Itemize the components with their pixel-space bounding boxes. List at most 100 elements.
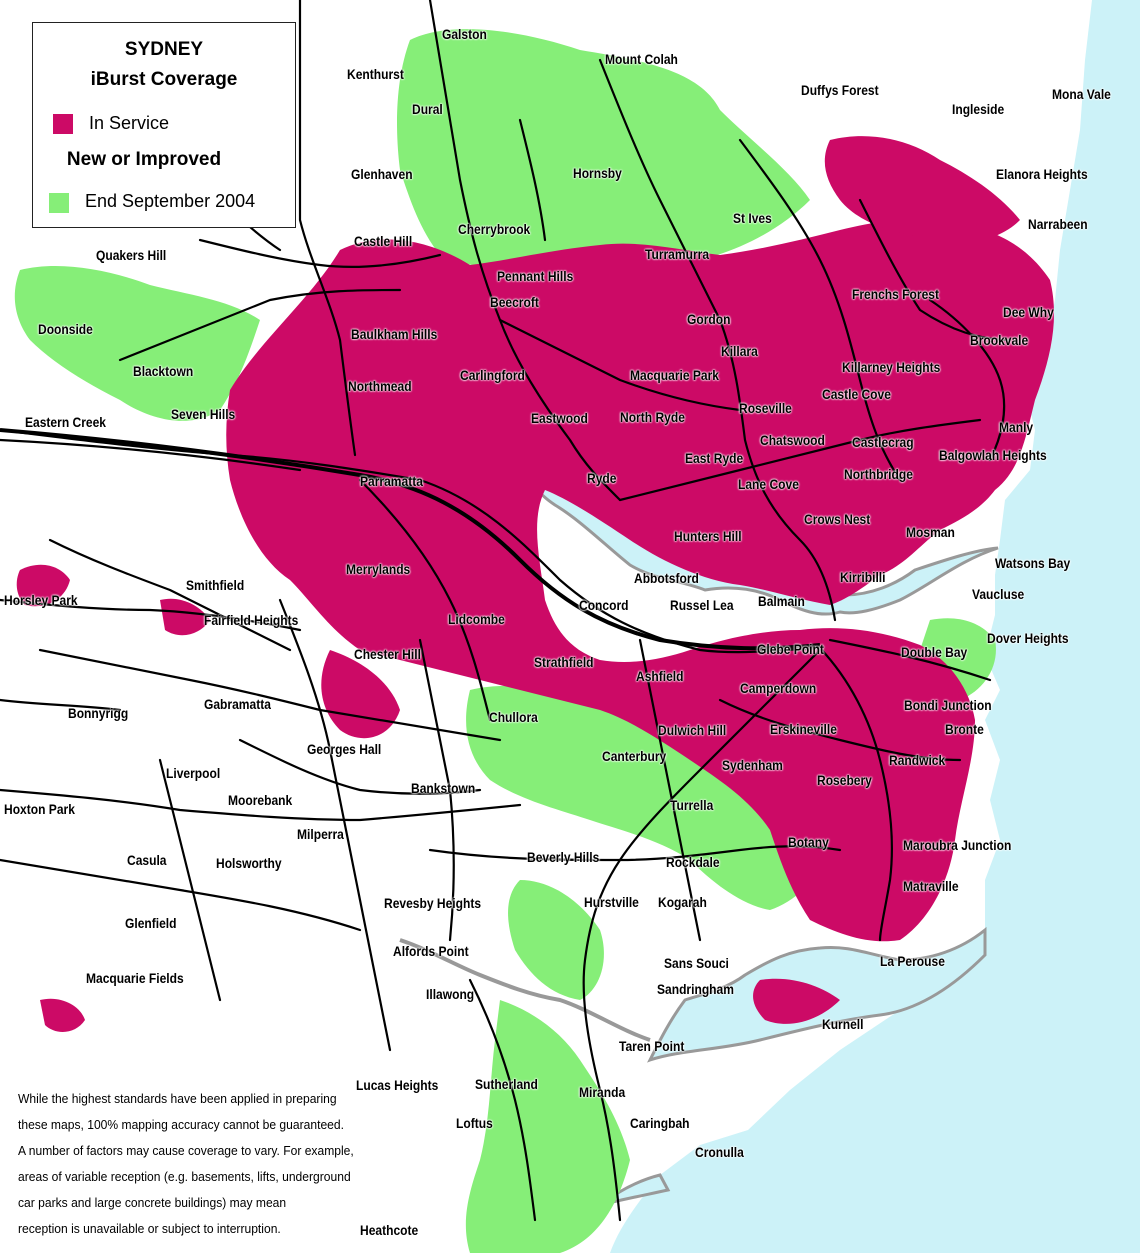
suburb-label: Beecroft <box>490 294 539 310</box>
suburb-label: Kurnell <box>822 1016 864 1032</box>
suburb-label: Glebe Point <box>757 641 824 657</box>
suburb-label: Kenthurst <box>347 66 404 82</box>
suburb-label: Mona Vale <box>1052 86 1111 102</box>
suburb-label: Smithfield <box>186 577 245 593</box>
suburb-label: Botany <box>788 834 829 850</box>
suburb-label: Elanora Heights <box>996 166 1088 182</box>
suburb-label: Turrella <box>670 797 714 813</box>
suburb-label: Balmain <box>758 593 805 609</box>
georges-river <box>399 938 651 1042</box>
suburb-label: Alfords Point <box>393 943 469 959</box>
suburb-label: Hurstville <box>584 894 639 910</box>
suburb-label: Brookvale <box>970 332 1029 348</box>
suburb-label: Camperdown <box>740 680 817 696</box>
suburb-label: Matraville <box>903 878 959 894</box>
suburb-label: Lidcombe <box>448 611 505 627</box>
legend-subtitle: iBurst Coverage <box>90 69 238 90</box>
suburb-label: Cronulla <box>695 1144 744 1160</box>
suburb-label: Double Bay <box>901 644 968 660</box>
suburb-label: Crows Nest <box>804 511 871 527</box>
suburb-label: Dural <box>412 101 443 117</box>
suburb-label: Randwick <box>889 752 946 768</box>
suburb-label: Baulkham Hills <box>351 326 438 342</box>
new-or-improved-heading: New or Improved <box>66 149 222 170</box>
suburb-label: Chester Hill <box>354 646 421 662</box>
suburb-label: Kogarah <box>658 894 707 910</box>
suburb-label: Bondi Junction <box>904 697 992 713</box>
in-service-areas <box>16 136 1055 1032</box>
suburb-label: Horsley Park <box>4 592 78 608</box>
suburb-label: Loftus <box>456 1115 493 1131</box>
suburb-label: Frenchs Forest <box>852 286 939 302</box>
suburb-label: Beverly Hills <box>527 849 600 865</box>
suburb-label: Glenfield <box>125 915 177 931</box>
suburb-label: Bronte <box>945 721 984 737</box>
suburb-label: Miranda <box>579 1084 626 1100</box>
suburb-label: Castle Hill <box>354 233 413 249</box>
suburb-label: Milperra <box>297 826 344 842</box>
suburb-label: Hornsby <box>573 165 622 181</box>
suburb-label: Balgowlah Heights <box>939 447 1047 463</box>
suburb-label: Killarney Heights <box>842 359 941 375</box>
suburb-label: Caringbah <box>630 1115 690 1131</box>
suburb-label: Bonnyrigg <box>68 705 129 721</box>
suburb-label: Macquarie Park <box>630 367 720 383</box>
suburb-label: Chullora <box>489 709 538 725</box>
suburb-label: Fairfield Heights <box>204 612 299 628</box>
suburb-label: Bankstown <box>411 780 476 796</box>
disclaimer-line: reception is unavailable or subject to i… <box>18 1221 281 1236</box>
suburb-label: Georges Hall <box>307 741 382 757</box>
rail-line <box>0 428 821 651</box>
disclaimer-line: A number of factors may cause coverage t… <box>18 1143 354 1158</box>
suburb-label: Gabramatta <box>204 696 271 712</box>
suburb-label: Chatswood <box>760 432 825 448</box>
suburb-label: Abbotsford <box>634 570 699 586</box>
suburb-label: Watsons Bay <box>995 555 1071 571</box>
suburb-label: Illawong <box>426 986 475 1002</box>
suburb-label: Maroubra Junction <box>903 837 1012 853</box>
suburb-label: Ashfield <box>636 668 684 684</box>
suburb-label: Sydenham <box>722 757 783 773</box>
suburb-label: Eastern Creek <box>25 414 106 430</box>
map-legend: SYDNEY iBurst Coverage In Service New or… <box>32 22 296 228</box>
legend-title: SYDNEY <box>124 39 204 60</box>
suburb-label: Rosebery <box>817 772 872 788</box>
suburb-label: Castlecrag <box>852 434 914 450</box>
suburb-label: Turramurra <box>645 246 710 262</box>
suburb-label: Taren Point <box>619 1038 685 1054</box>
disclaimer-text: While the highest standards have been ap… <box>18 1086 437 1242</box>
suburb-label: Ryde <box>587 470 617 486</box>
suburb-label: Northmead <box>348 378 412 394</box>
suburb-label: Moorebank <box>228 792 293 808</box>
suburb-label: Strathfield <box>534 654 594 670</box>
suburb-label: Dover Heights <box>987 630 1069 646</box>
suburb-label: Lucas Heights <box>356 1077 439 1093</box>
suburb-label: St Ives <box>733 210 772 226</box>
ocean <box>610 0 1140 1253</box>
suburb-label: Russel Lea <box>670 597 734 613</box>
suburb-label: Dulwich Hill <box>658 722 727 738</box>
suburb-label: Concord <box>579 597 629 613</box>
new-coverage-areas <box>14 29 996 1253</box>
suburb-label: Eastwood <box>531 410 588 426</box>
suburb-label: Erskineville <box>770 721 837 737</box>
new-coverage-swatch <box>49 193 69 213</box>
new-coverage-label: End September 2004 <box>85 191 256 211</box>
suburb-label: Killara <box>721 343 758 359</box>
suburb-label: Hoxton Park <box>4 801 75 817</box>
suburb-label: Castle Cove <box>822 386 891 402</box>
suburb-label: Vaucluse <box>972 586 1025 602</box>
suburb-label: Ingleside <box>952 101 1005 117</box>
suburb-label: Cherrybrook <box>458 221 531 237</box>
suburb-label: La Perouse <box>880 953 945 969</box>
disclaimer-line: these maps, 100% mapping accuracy cannot… <box>18 1117 344 1132</box>
disclaimer-line: areas of variable reception (e.g. baseme… <box>18 1169 351 1184</box>
in-service-label: In Service <box>89 113 170 133</box>
suburb-label: Holsworthy <box>216 855 282 871</box>
suburb-label: Heathcote <box>360 1222 419 1238</box>
suburb-label: Parramatta <box>360 473 423 489</box>
suburb-label: Merrylands <box>346 561 411 577</box>
suburb-label: Seven Hills <box>171 406 236 422</box>
suburb-label: Blacktown <box>133 363 194 379</box>
